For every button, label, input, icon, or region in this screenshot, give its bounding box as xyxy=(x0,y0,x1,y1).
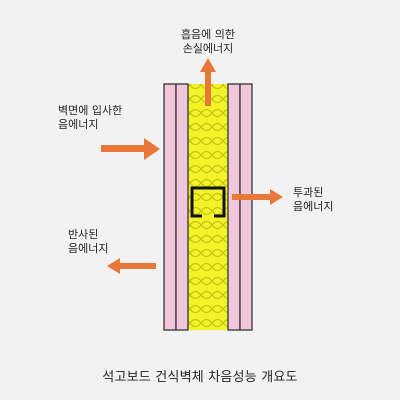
absorbed-energy-line2: 손실에너지 xyxy=(182,42,234,55)
incident-energy-label: 벽면에 입사한 음에너지 xyxy=(58,104,122,132)
gypsum-board-right-inner xyxy=(227,83,241,331)
reflected-energy-line2: 음에너지 xyxy=(68,242,109,255)
absorbed-energy-arrow xyxy=(200,58,216,106)
diagram-caption: 석고보드 건식벽체 차음성능 개요도 xyxy=(102,370,298,385)
reflected-energy-label: 반사된 음에너지 xyxy=(68,228,108,256)
insulation-pattern xyxy=(188,84,228,330)
absorbed-energy-label: 흡음에 의한 손실에너지 xyxy=(168,28,248,56)
reflected-energy-line1: 반사된 xyxy=(68,228,99,241)
incident-energy-line2: 음에너지 xyxy=(58,118,99,131)
transmitted-energy-label: 투과된 음에너지 xyxy=(293,186,333,214)
incident-energy-arrow xyxy=(101,138,160,160)
transmitted-energy-arrow xyxy=(232,189,283,205)
transmitted-energy-line1: 투과된 xyxy=(293,186,324,199)
transmitted-energy-line2: 음에너지 xyxy=(293,200,334,213)
gypsum-board-right-outer xyxy=(239,83,253,331)
incident-energy-line1: 벽면에 입사한 xyxy=(58,104,123,117)
gypsum-board-left-inner xyxy=(175,83,189,331)
reflected-energy-arrow xyxy=(107,258,156,274)
gypsum-board-left-outer xyxy=(163,83,177,331)
absorbed-energy-line1: 흡음에 의한 xyxy=(180,28,236,41)
